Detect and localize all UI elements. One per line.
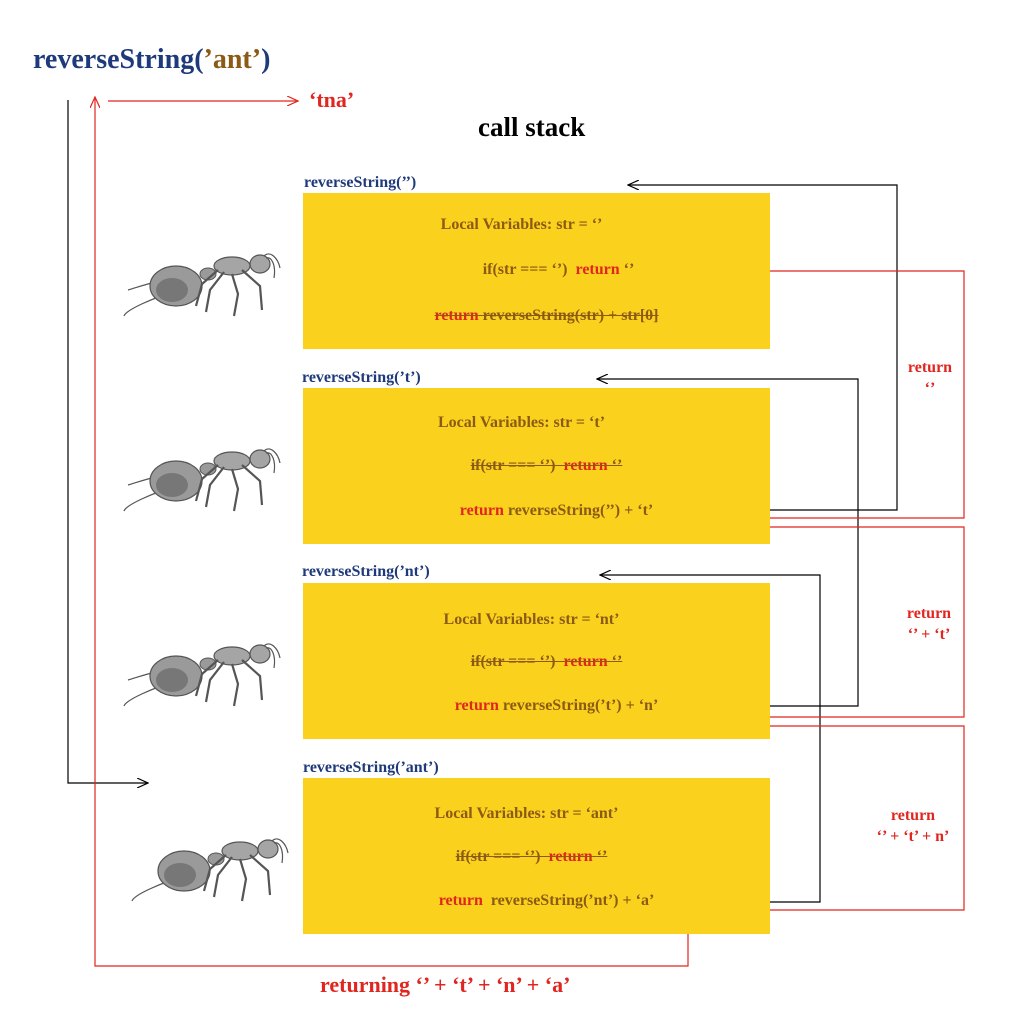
stack-frame-ant: Local Variables: str = ‘ant’ if(str === … (303, 778, 770, 934)
returning-summary: returning ‘’ + ‘t’ + ‘n’ + ‘a’ (320, 972, 571, 997)
base-case-return-value: ‘’ (611, 457, 623, 474)
recursive-expression: reverseString(’nt’) + ‘a’ (490, 892, 655, 909)
base-case-return-keyword: return (563, 653, 608, 670)
base-case-line: if(str === ‘’) return ‘’ (303, 653, 770, 671)
ant-icon (123, 253, 281, 317)
return-label-value: ‘’ (924, 380, 936, 397)
recursive-return-keyword: return (438, 892, 483, 909)
ant-icon (123, 448, 281, 512)
frame-label-t: reverseString(’t’) (302, 369, 421, 386)
call-arrow-t-to-empty (628, 185, 898, 511)
initial-call-name: reverseString( (33, 44, 204, 75)
ant-icon (123, 448, 281, 512)
return-label-t: return ‘’ + ‘t’ (889, 603, 969, 645)
base-case-line: if(str === ‘’) return ‘’ (303, 261, 770, 279)
local-variables: Local Variables: str = ‘ant’ (434, 805, 619, 822)
base-case-return-value: ‘’ (623, 261, 635, 278)
final-result: ‘tna’ (309, 87, 355, 112)
base-case-return-keyword: return (563, 457, 608, 474)
initial-call-arg: ’ant’ (203, 44, 262, 75)
frame-label-nt: reverseString(’nt’) (302, 563, 430, 580)
recursive-case-line: return reverseString(’’) + ‘t’ (303, 502, 770, 520)
return-label-value: ‘’ + ‘t’ (907, 626, 951, 643)
return-label-value: ‘’ + ‘t’ + n’ (876, 828, 950, 845)
base-case-return-value: ‘’ (611, 653, 623, 670)
ant-icon (123, 643, 281, 707)
base-case-return-value: ‘’ (596, 848, 608, 865)
return-label-empty: return ‘’ (890, 357, 970, 399)
base-case-line: if(str === ‘’) return ‘’ (303, 457, 770, 475)
return-label-keyword: return (890, 807, 936, 824)
recursive-expression: reverseString(’’) + ‘t’ (507, 502, 654, 519)
recursive-return-keyword: return (459, 502, 504, 519)
call-stack-title: call stack (478, 112, 586, 142)
return-arrow-nt (680, 725, 965, 910)
recursive-expression: reverseString(’t’) + ‘n’ (502, 697, 659, 714)
initial-call-close: ) (261, 44, 271, 75)
return-arrow-final (95, 97, 689, 967)
stack-frame-nt: Local Variables: str = ‘nt’ if(str === ‘… (303, 583, 770, 739)
return-arrow-t (672, 526, 965, 717)
return-label-keyword: return (907, 359, 953, 376)
local-variables: Local Variables: str = ‘’ (440, 216, 603, 233)
call-arrow-initial (67, 100, 148, 783)
local-variables: Local Variables: str = ‘t’ (437, 414, 606, 431)
return-label-nt: return ‘’ + ‘t’ + n’ (863, 805, 963, 847)
recursive-case-line: return reverseString(’nt’) + ‘a’ (303, 892, 770, 910)
ant-icon (131, 838, 289, 902)
stack-frame-t: Local Variables: str = ‘t’ if(str === ‘’… (303, 388, 770, 544)
frame-label-empty: reverseString(’’) (304, 174, 417, 191)
recursive-case-line: return reverseString(str) + str[0] (303, 307, 770, 325)
recursive-case-line: return reverseString(’t’) + ‘n’ (303, 697, 770, 715)
frame-label-ant: reverseString(’ant’) (303, 759, 439, 776)
return-label-keyword: return (906, 605, 952, 622)
base-case-return-keyword: return (575, 261, 620, 278)
base-case-condition: if(str === ‘’) (470, 653, 556, 670)
ant-icon (123, 643, 281, 707)
base-case-condition: if(str === ‘’) (470, 457, 556, 474)
base-case-return-keyword: return (548, 848, 593, 865)
initial-call: reverseString(’ant’) (33, 44, 270, 76)
recursive-return-keyword: return (434, 307, 479, 324)
return-arrow-empty (643, 270, 965, 518)
ant-icon (123, 253, 281, 317)
recursive-return-keyword: return (454, 697, 499, 714)
local-variables: Local Variables: str = ‘nt’ (443, 611, 620, 628)
base-case-line: if(str === ‘’) return ‘’ (303, 848, 770, 866)
base-case-condition: if(str === ‘’) (482, 261, 568, 278)
stack-frame-empty: Local Variables: str = ‘’ if(str === ‘’)… (303, 193, 770, 349)
ant-icon (131, 838, 289, 902)
recursive-expression: reverseString(str) + str[0] (482, 307, 659, 324)
base-case-condition: if(str === ‘’) (455, 848, 541, 865)
